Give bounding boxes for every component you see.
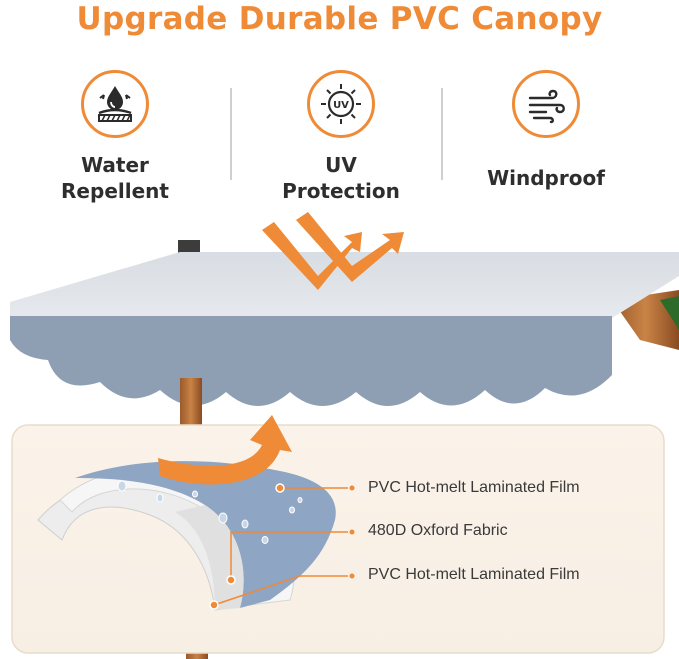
- layer-label-middle: 480D Oxford Fabric: [368, 522, 508, 539]
- feature-icon-circle: [512, 70, 580, 138]
- feature-uv-protection: UV UV Protection: [241, 70, 441, 204]
- svg-text:UV: UV: [333, 100, 349, 111]
- wind-icon: [528, 89, 565, 124]
- leader-lines: [213, 487, 348, 606]
- front-post: [180, 378, 202, 438]
- uv-sun-icon: UV: [321, 84, 361, 124]
- water-drop-icon: [98, 86, 132, 122]
- page-title: Upgrade Durable PVC Canopy: [76, 1, 603, 37]
- fabric-layer-top: [75, 461, 336, 608]
- feature-windproof: Windproof: [446, 70, 646, 191]
- layer-label-bottom: PVC Hot-melt Laminated Film: [368, 566, 580, 583]
- feature-divider: [441, 88, 443, 180]
- wood-frame-green: [660, 296, 679, 330]
- uv-reflect-arrows: [262, 212, 404, 290]
- fabric-layer-edge: [175, 505, 244, 610]
- canopy-top: [10, 252, 679, 318]
- feature-icon-circle: [81, 70, 149, 138]
- feature-divider: [230, 88, 232, 180]
- leader-markers: [209, 483, 285, 610]
- feature-water-repellent: Water Repellent: [15, 70, 215, 204]
- feature-label: Windproof: [487, 166, 605, 190]
- bounce-arrow: [158, 415, 292, 485]
- leader-end-dot: [349, 485, 355, 491]
- leader-end-dot: [349, 529, 355, 535]
- feature-icon-circle: UV: [307, 70, 375, 138]
- water-droplets: [117, 480, 303, 544]
- detail-panel: [11, 424, 665, 654]
- leader-end-dot: [349, 573, 355, 579]
- layer-label-top: PVC Hot-melt Laminated Film: [368, 479, 580, 496]
- feature-label: Water Repellent: [61, 153, 169, 203]
- canopy-valance: [10, 316, 612, 406]
- feature-label: UV Protection: [282, 153, 400, 203]
